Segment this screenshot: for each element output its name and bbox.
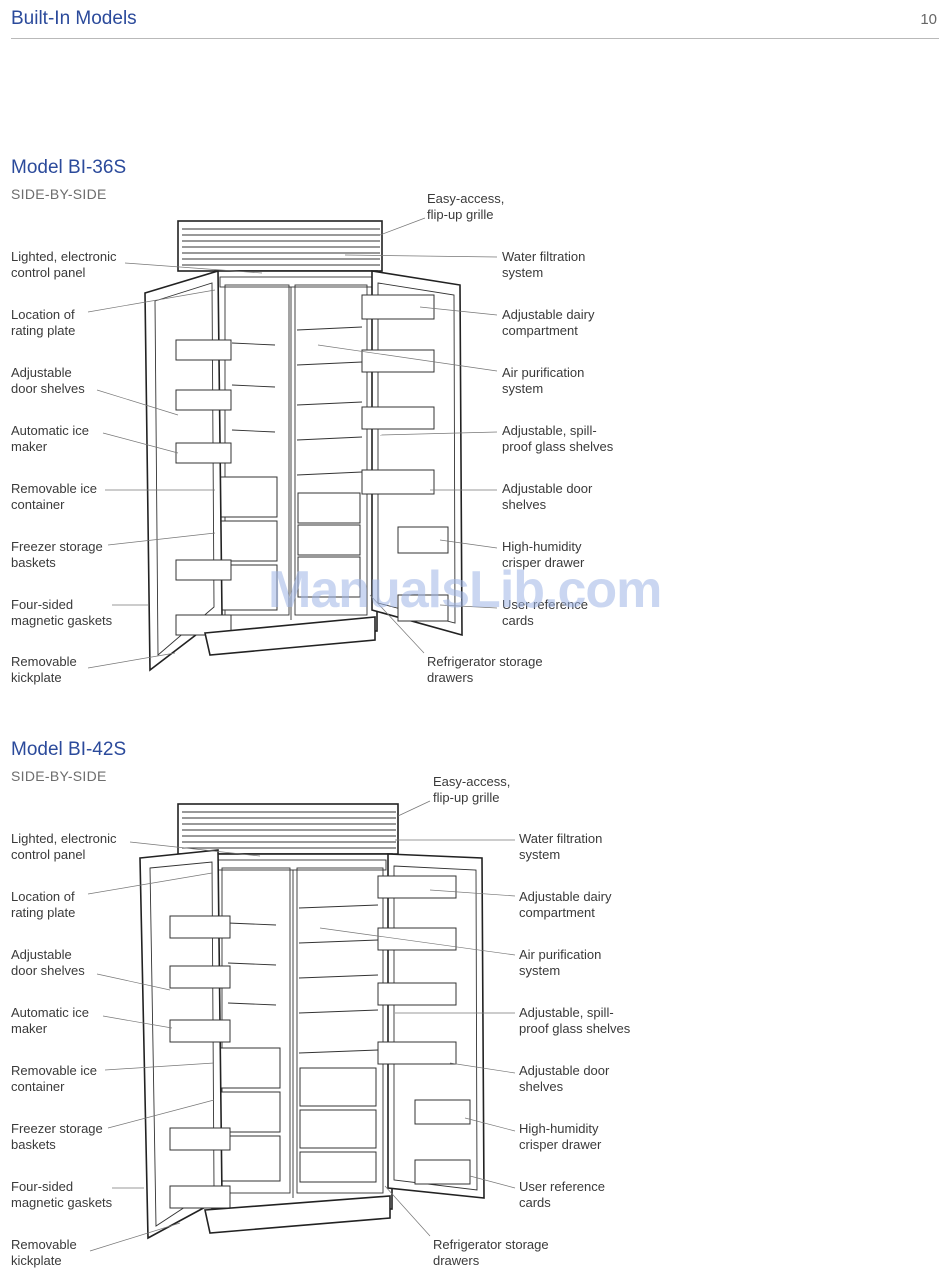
label-kickplate: Removable kickplate bbox=[11, 1237, 77, 1268]
watermark: ManualsLib.com bbox=[268, 561, 662, 619]
label-control-panel: Lighted, electronic control panel bbox=[11, 831, 117, 862]
model-subtitle: SIDE-BY-SIDE bbox=[11, 186, 107, 202]
model-title: Model BI-36S bbox=[11, 157, 127, 178]
label-gaskets: Four-sided magnetic gaskets bbox=[11, 597, 113, 628]
label-glass-shelves: Adjustable, spill- proof glass shelves bbox=[502, 423, 614, 454]
label-reference-cards: User reference cards bbox=[519, 1179, 605, 1210]
label-rating-plate: Location of rating plate bbox=[11, 307, 76, 338]
label-water-filtration: Water filtration system bbox=[519, 831, 603, 862]
label-door-shelves: Adjustable door shelves bbox=[11, 947, 85, 978]
label-adj-door-shelves: Adjustable door shelves bbox=[519, 1063, 610, 1094]
label-rating-plate: Location of rating plate bbox=[11, 889, 76, 920]
label-dairy: Adjustable dairy compartment bbox=[502, 307, 595, 338]
label-air-purification: Air purification system bbox=[502, 365, 585, 396]
label-water-filtration: Water filtration system bbox=[502, 249, 586, 280]
fridge-illustration-bi36s bbox=[87, 217, 498, 672]
label-glass-shelves: Adjustable, spill- proof glass shelves bbox=[519, 1005, 631, 1036]
label-air-purification: Air purification system bbox=[519, 947, 602, 978]
label-storage-drawers: Refrigerator storage drawers bbox=[433, 1237, 549, 1268]
label-reference-cards: User reference cards bbox=[502, 597, 588, 628]
label-storage-drawers: Refrigerator storage drawers bbox=[427, 654, 543, 685]
label-ice-container: Removable ice container bbox=[11, 481, 97, 512]
label-grille: Easy-access, flip-up grille bbox=[433, 774, 511, 805]
model-title: Model BI-42S bbox=[11, 739, 127, 760]
label-adj-door-shelves: Adjustable door shelves bbox=[502, 481, 593, 512]
label-freezer-baskets: Freezer storage baskets bbox=[11, 1121, 103, 1152]
page-number: 10 bbox=[920, 11, 937, 28]
label-control-panel: Lighted, electronic control panel bbox=[11, 249, 117, 280]
section-title: Built-In Models bbox=[11, 8, 137, 29]
label-kickplate: Removable kickplate bbox=[11, 654, 77, 685]
label-ice-maker: Automatic ice maker bbox=[11, 423, 90, 454]
label-gaskets: Four-sided magnetic gaskets bbox=[11, 1179, 113, 1210]
label-freezer-baskets: Freezer storage baskets bbox=[11, 539, 103, 570]
label-ice-maker: Automatic ice maker bbox=[11, 1005, 90, 1036]
fridge-illustration-bi42s bbox=[87, 800, 516, 1252]
header-divider bbox=[11, 38, 939, 39]
label-crisper: High-humidity crisper drawer bbox=[502, 539, 585, 570]
label-ice-container: Removable ice container bbox=[11, 1063, 97, 1094]
label-door-shelves: Adjustable door shelves bbox=[11, 365, 85, 396]
label-dairy: Adjustable dairy compartment bbox=[519, 889, 612, 920]
label-grille: Easy-access, flip-up grille bbox=[427, 191, 505, 222]
label-crisper: High-humidity crisper drawer bbox=[519, 1121, 602, 1152]
model-subtitle: SIDE-BY-SIDE bbox=[11, 768, 107, 784]
